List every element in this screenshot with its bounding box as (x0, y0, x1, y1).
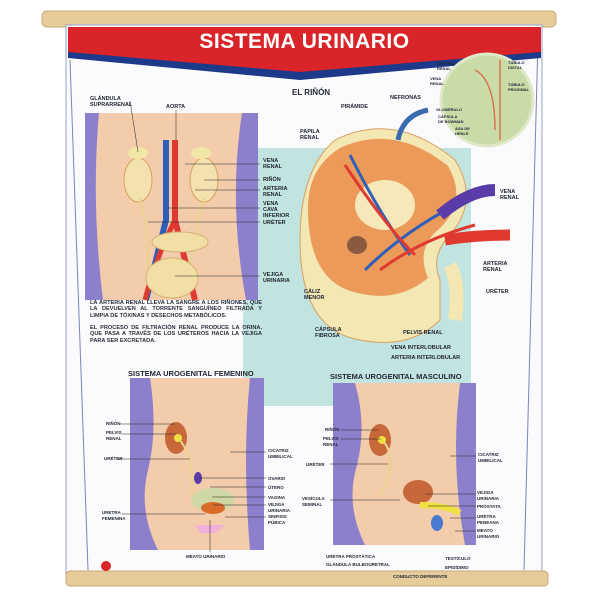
label-n-vena: VENA RENAL (430, 76, 444, 86)
nephron-arrow (395, 107, 429, 141)
label-n-bowman: CÁPSULA DE BOWMAN (438, 114, 464, 124)
paragraph-1: LA ARTERIA RENAL LLEVA LA SANGRE A LOS R… (90, 300, 262, 319)
f-label-vagina: VAGINA (268, 495, 286, 500)
m-label-ureter: URÉTER (306, 462, 325, 467)
m-label-uretra-prostatica: URETRA PROSTÁTICA (326, 554, 376, 559)
male-title: SISTEMA UROGENITAL MASCULINO (330, 372, 462, 381)
female-title: SISTEMA UROGENITAL FEMENINO (128, 369, 254, 378)
label-n-proximal: TÚBULO PROXIMAL (508, 82, 530, 92)
kidney-title: EL RIÑÓN (292, 88, 331, 97)
m-label-rinon: RIÑÓN (325, 427, 340, 432)
urinary-system-illustration (85, 113, 258, 301)
label-n-henle: ASA DE HENLE (455, 126, 470, 136)
m-label-meato: MEATO URINARIO (477, 528, 500, 539)
label-vena-interlobular: VENA INTERLOBULAR (391, 345, 451, 351)
label-n-arteria: ARTERIA RENAL (437, 61, 455, 71)
f-label-pelvis: PELVIS RENAL (106, 430, 122, 441)
label-k-arteria-renal: ARTERIA RENAL (483, 261, 508, 273)
m-label-cicatriz: CICATRIZ UMBILICAL (478, 452, 503, 463)
label-n-distal: TÚBULO DISTAL (508, 60, 525, 70)
f-label-cicatriz: CICATRIZ UMBILICAL (268, 448, 293, 459)
label-piramide: PIRÁMIDE (341, 104, 368, 110)
f-label-sinfisis: SINFISIS PÚBICA (268, 514, 287, 525)
f-label-ureter: URÉTER (104, 456, 123, 461)
m-label-vejiga: VEJIGA URINARIA (477, 490, 499, 501)
f-label-rinon: RIÑÓN (106, 421, 121, 426)
label-k-vena-renal: VENA RENAL (500, 189, 519, 201)
label-k-ureter: URÉTER (486, 289, 509, 295)
m-label-pelvis: PELVIS RENAL (323, 436, 339, 447)
m-label-bulbouretral: GLÁNDULA BULBOURETRAL (326, 562, 390, 567)
f-label-ovario: OVARIO (268, 476, 286, 481)
chart-title: SISTEMA URINARIO (199, 30, 410, 53)
m-label-uretra-peneana: URETRA PENEANA (477, 514, 500, 525)
label-arteria-interlobular: ARTERIA INTERLOBULAR (391, 355, 461, 361)
label-n-glomerulo: GLOMÉRULO (436, 107, 462, 112)
kidney-cross-section (299, 128, 511, 343)
label-rinon: RIÑÓN (263, 177, 281, 183)
label-pelvis: PELVIS RENAL (403, 330, 443, 336)
leader-lines (118, 100, 476, 552)
label-papila: PAPILA RENAL (300, 129, 320, 141)
f-label-uretra: URETRA FEMENINA (102, 510, 126, 521)
label-vena-renal: VENA RENAL (263, 158, 282, 170)
m-label-vesicula: VESÍCULA SEMINAL (302, 496, 325, 507)
m-label-epididimo: EPIDÍDIMO (445, 565, 469, 570)
paragraph-2: EL PROCESO DE FILTRACIÓN RENAL PRODUCE L… (90, 325, 262, 344)
label-capsula: CÁPSULA FIBROSA (315, 327, 342, 339)
f-label-meato: MEATO URINARIO (186, 554, 226, 559)
label-aorta: AORTA (166, 104, 186, 110)
nephron-inset (439, 52, 535, 148)
m-label-conducto: CONDUCTO DEFERENTE (393, 574, 448, 579)
publisher-logo (101, 561, 111, 571)
label-vejiga: VEJIGA URINARIA (263, 272, 290, 284)
label-vena-cava: VENA CAVA INFERIOR (263, 201, 290, 219)
label-ureter: URÉTER (263, 220, 286, 226)
f-label-utero: ÚTERO (268, 485, 284, 490)
label-nefronas: NEFRONAS (390, 95, 421, 101)
bottom-rod (65, 570, 549, 587)
female-system-illustration (130, 378, 264, 550)
label-glandula-suprarrenal: GLÁNDULA SUPRARRENAL (90, 96, 133, 108)
m-label-testiculo: TESTÍCULO (445, 556, 471, 561)
label-arteria-renal: ARTERIA RENAL (263, 186, 288, 198)
f-label-vejiga: VEJIGA URINARIA (268, 502, 290, 513)
m-label-prostata: PRÓSTATA (477, 504, 501, 509)
label-caliz: CÁLIZ MENOR (304, 289, 325, 301)
